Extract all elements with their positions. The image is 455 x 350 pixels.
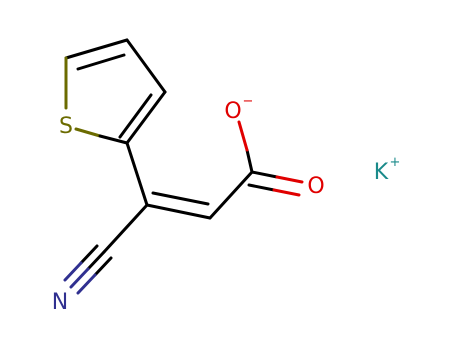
bond-cbeta-ccarboxyl <box>208 170 254 220</box>
bond-cn-1-dark <box>86 250 106 271</box>
atom-oxygen-carbonyl: O <box>307 174 324 199</box>
bond-c3-c2 <box>125 90 167 145</box>
bond-s-c2 <box>74 127 102 138</box>
bond-c4-c3 <box>125 38 167 94</box>
bond-calpha-cbeta <box>145 203 212 220</box>
atom-nitrogen: N <box>52 290 68 315</box>
bond-s-c2-dark <box>98 134 129 145</box>
bond-cn-1 <box>69 267 90 289</box>
bond-calpha-cbeta-inner <box>151 191 210 206</box>
charge-potassium: + <box>390 155 401 170</box>
bond-c-o-minus-dark <box>245 148 254 174</box>
bond-cn-3-dark <box>93 256 113 277</box>
bond-c-o-dbl-b <box>272 188 301 197</box>
bond-calpha-cnitrile <box>102 203 149 254</box>
bond-c2-calpha <box>125 141 149 207</box>
atom-sulfur: S <box>59 114 73 139</box>
bond-c5-c4 <box>64 38 129 60</box>
atom-oxygen-anion: O <box>224 99 241 124</box>
atom-potassium: K <box>374 160 389 185</box>
bond-c3-c2-inner <box>118 93 153 139</box>
bond-cn-3 <box>76 273 97 295</box>
bond-c-o-dbl-a-dark <box>250 170 279 179</box>
bond-cn-2-dark <box>79 244 99 265</box>
bond-cn-2 <box>63 261 83 282</box>
charge-oxygen-anion: − <box>243 94 254 109</box>
bond-c-o-dbl-b-dark <box>247 183 276 192</box>
bond-c5-c4-inner <box>76 53 126 71</box>
bond-c-o-minus <box>237 120 249 152</box>
bond-c-o-dbl-a <box>275 175 304 184</box>
